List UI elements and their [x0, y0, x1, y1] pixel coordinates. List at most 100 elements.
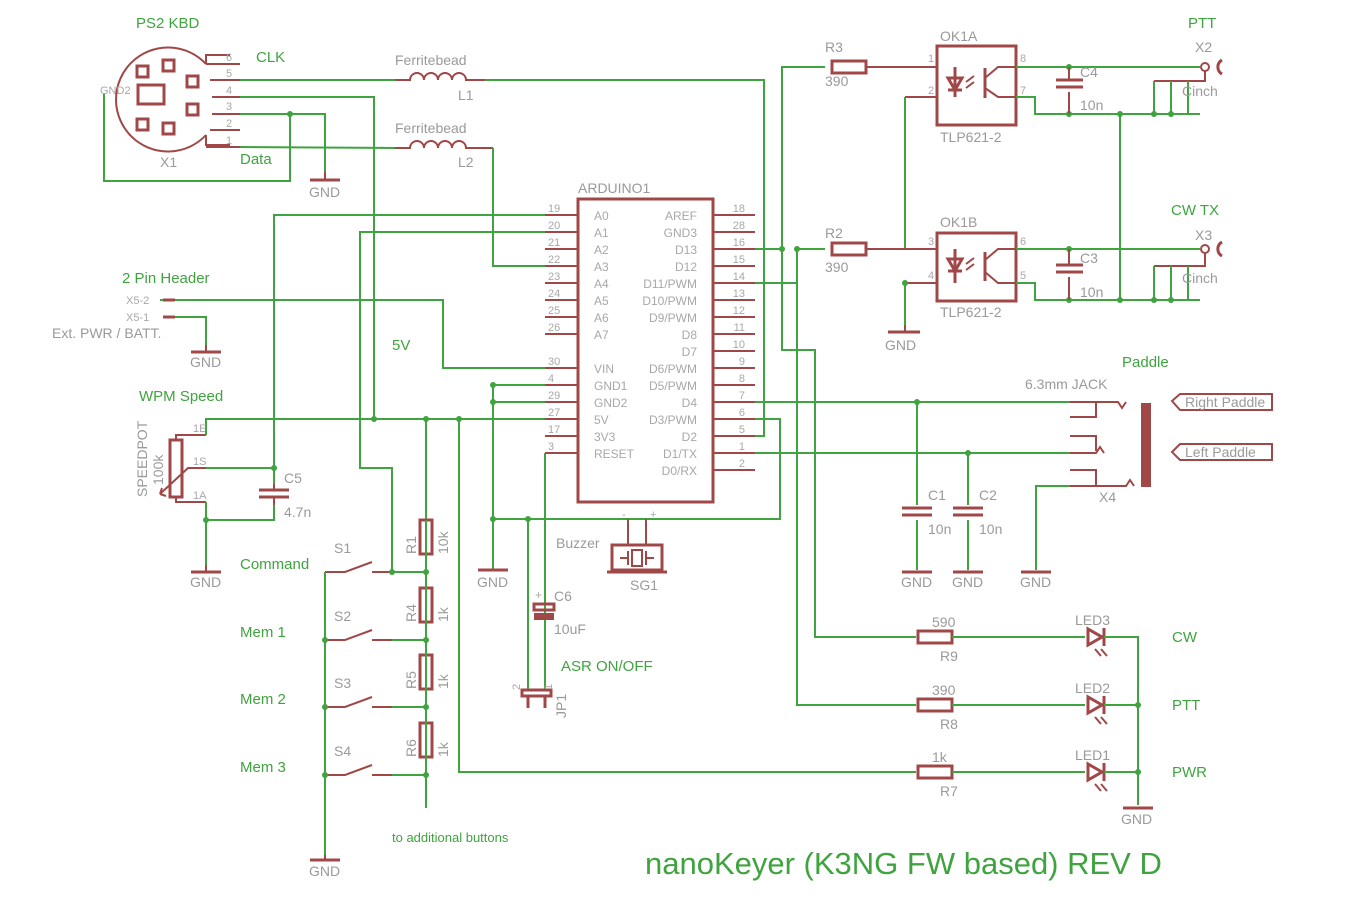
ps2-pin-number: 6: [226, 52, 232, 64]
paddle-heading: Paddle: [1122, 354, 1169, 371]
opto-pin: 1: [928, 53, 934, 65]
arduino-pin-number: 20: [548, 220, 560, 232]
arduino-pin-name: A4: [594, 277, 609, 291]
cinch-shield: [1154, 253, 1206, 267]
opto-b-ref: OK1B: [940, 214, 977, 230]
resistor-icon: [830, 241, 868, 257]
led-light-icon: [1094, 783, 1108, 792]
cinch-socket-icon: [1216, 58, 1223, 76]
asr-section: + C6 10uF ASR ON/OFF 2 1 JP1: [511, 588, 653, 718]
buzzer-plates: [620, 551, 654, 565]
junction: [1151, 111, 1157, 117]
arduino-pin-number: 15: [733, 254, 745, 266]
arduino-pin-number: 1: [739, 441, 745, 453]
ps2-pin-number: 4: [226, 85, 232, 97]
phototransistor-icon: [984, 66, 1016, 98]
c2-ref: C2: [979, 487, 997, 503]
x2-ref: X2: [1195, 39, 1212, 55]
gnd-label: GND: [309, 863, 340, 879]
arduino-pin-name: D7: [682, 345, 698, 359]
arduino-pin-number: 2: [739, 458, 745, 470]
buzzer-icon: [610, 543, 664, 572]
gnd-label: GND: [885, 337, 916, 353]
arduino-pin-name: GND3: [664, 226, 698, 240]
opto-pin: 3: [928, 236, 934, 248]
opto-pin: 2: [928, 85, 934, 97]
cinch-gnd-wire: [1153, 266, 1189, 300]
ptt-heading: PTT: [1188, 15, 1216, 32]
schematic-title: nanoKeyer (K3NG FW based) REV D: [645, 846, 1162, 881]
opto-pin: 4: [928, 270, 934, 282]
arduino-pin-number: 5: [739, 424, 745, 436]
junction: [1135, 702, 1141, 708]
opto-pin: 8: [1020, 53, 1026, 65]
arduino-pin-number: 25: [548, 305, 560, 317]
additional-buttons-note: to additional buttons: [392, 830, 509, 845]
potentiometer-icon: [168, 438, 184, 499]
resistor-icon: [916, 764, 954, 780]
arduino-pin-name: D1/TX: [663, 447, 697, 461]
opto-pin: 5: [1020, 270, 1026, 282]
x2-type: Cinch: [1182, 83, 1218, 99]
switch-ref: S2: [334, 608, 351, 624]
pot-gnd-wire: [205, 502, 275, 521]
ps2-pin-number: 3: [226, 101, 232, 113]
arduino-pin-name: D2: [682, 430, 698, 444]
arduino-pin-name: D4: [682, 396, 698, 410]
resistor-ref: R9: [940, 648, 958, 664]
switch-icon: [325, 561, 392, 573]
pot-value: 100k: [150, 454, 166, 485]
arduino-pin-name: D9/PWM: [649, 311, 697, 325]
gnd-label: GND: [901, 574, 932, 590]
header-gnd-wire: [175, 316, 207, 345]
speed-heading: WPM Speed: [139, 388, 223, 405]
led-ref: LED1: [1075, 747, 1110, 763]
junction: [1168, 297, 1174, 303]
resistor-value: 390: [932, 682, 956, 698]
resistor-value: 10k: [435, 530, 451, 554]
arduino-ref: ARDUINO1: [578, 180, 651, 196]
arduino-pin-name: AREF: [665, 209, 697, 223]
junction: [371, 416, 377, 422]
switch-ref: S1: [334, 540, 351, 556]
led-in-opto-icon: [945, 67, 965, 97]
gnd1-wire: [492, 384, 545, 570]
arduino-pin-name: D11/PWM: [643, 277, 697, 291]
junction: [389, 569, 395, 575]
cinch-jack-icon: [1200, 62, 1210, 72]
resistor-icon: [830, 59, 868, 75]
arduino-pin-name: D3/PWM: [649, 413, 697, 427]
ps2-pin-socket: [135, 117, 150, 132]
buzzer-plus: +: [650, 509, 656, 521]
arduino-pin-name: GND2: [594, 396, 628, 410]
gnd-label: GND: [1020, 574, 1051, 590]
arduino-pin-number: 23: [548, 271, 560, 283]
arduino-pin-name: D6/PWM: [649, 362, 697, 376]
arduino-pin-number: 10: [733, 339, 745, 351]
buzzer: - + Buzzer SG1: [556, 509, 667, 593]
switch-ref: S3: [334, 675, 351, 691]
data-wire: [239, 146, 396, 149]
buzzer-minus: -: [622, 509, 626, 521]
electrolytic-cap-plate: [534, 613, 554, 620]
cinch-gnd-wire: [1153, 81, 1189, 115]
arduino-pin-number: 9: [739, 356, 745, 368]
c3-value: 10n: [1080, 284, 1103, 300]
ps2-gnd-pin-label: GND2: [100, 85, 131, 97]
pot-ref: SPEEDPOT: [134, 420, 150, 497]
ps2-pin-socket: [161, 58, 176, 73]
inductor-icon: [395, 72, 485, 81]
junction: [490, 382, 496, 388]
gnd-label: GND: [477, 574, 508, 590]
clk-net-label: CLK: [256, 49, 285, 66]
resistor-ref: R7: [940, 783, 958, 799]
resistor-ref: R1: [403, 536, 419, 554]
junction: [1135, 769, 1141, 775]
junction: [1168, 111, 1174, 117]
